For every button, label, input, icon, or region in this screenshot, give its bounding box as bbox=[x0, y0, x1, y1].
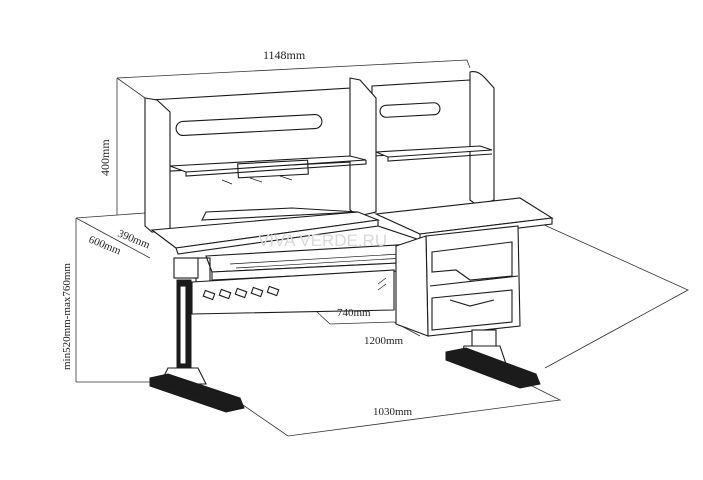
hutch bbox=[144, 71, 495, 233]
hutch-top-edge bbox=[116, 77, 146, 99]
cabinet-side bbox=[395, 235, 429, 337]
hutch-left-shelf-edge bbox=[185, 160, 367, 177]
depth-line-top bbox=[75, 212, 146, 219]
hutch-left-side bbox=[144, 97, 171, 233]
hutch-middle-divider bbox=[349, 77, 377, 217]
cabinet-upper-drawer bbox=[431, 241, 513, 281]
panel-perforations bbox=[202, 277, 387, 301]
dimension-lines bbox=[75, 59, 689, 437]
lamp-holder-clips bbox=[221, 175, 293, 185]
base-footprint bbox=[242, 384, 562, 437]
top-width-line bbox=[116, 59, 471, 79]
label-hutch-height: 400mm bbox=[98, 139, 112, 176]
hutch-right-slot bbox=[379, 102, 441, 118]
depth-line-diag bbox=[75, 217, 151, 259]
label-height-range: min520mm-max760mm bbox=[61, 263, 73, 370]
lamp-holder bbox=[237, 159, 309, 179]
left-leg-base-line bbox=[155, 379, 233, 405]
right-leg bbox=[445, 329, 541, 389]
left-leg-inner bbox=[179, 285, 187, 365]
modesty-panel bbox=[191, 269, 395, 315]
floor-footprint-right bbox=[519, 213, 689, 369]
hutch-right-shelf bbox=[375, 145, 493, 158]
hutch-right-side bbox=[469, 71, 495, 207]
watermark: VIVA VERDE.RU bbox=[258, 231, 387, 250]
cabinet-lower-drawer bbox=[431, 289, 513, 331]
hutch-left-slot bbox=[175, 113, 323, 137]
right-leg-column bbox=[471, 329, 497, 349]
desktop-stand-back bbox=[201, 207, 359, 221]
right-leg-base-line bbox=[451, 353, 529, 381]
label-base-width: 1030mm bbox=[373, 406, 413, 418]
cabinet-handle bbox=[449, 299, 495, 307]
hutch-right-shelf-edge bbox=[387, 153, 493, 162]
under-desk bbox=[191, 243, 421, 315]
desk-join-edge bbox=[377, 225, 421, 241]
label-depth-740: 740mm bbox=[337, 307, 371, 319]
left-leg bbox=[149, 257, 245, 413]
rail-grooves bbox=[229, 253, 405, 269]
cabinet-shelf bbox=[429, 275, 519, 287]
label-width-total: 1148mm bbox=[263, 48, 306, 62]
label-width-1200: 1200mm bbox=[364, 335, 404, 347]
left-leg-head bbox=[173, 257, 199, 279]
right-cabinet bbox=[395, 225, 521, 337]
